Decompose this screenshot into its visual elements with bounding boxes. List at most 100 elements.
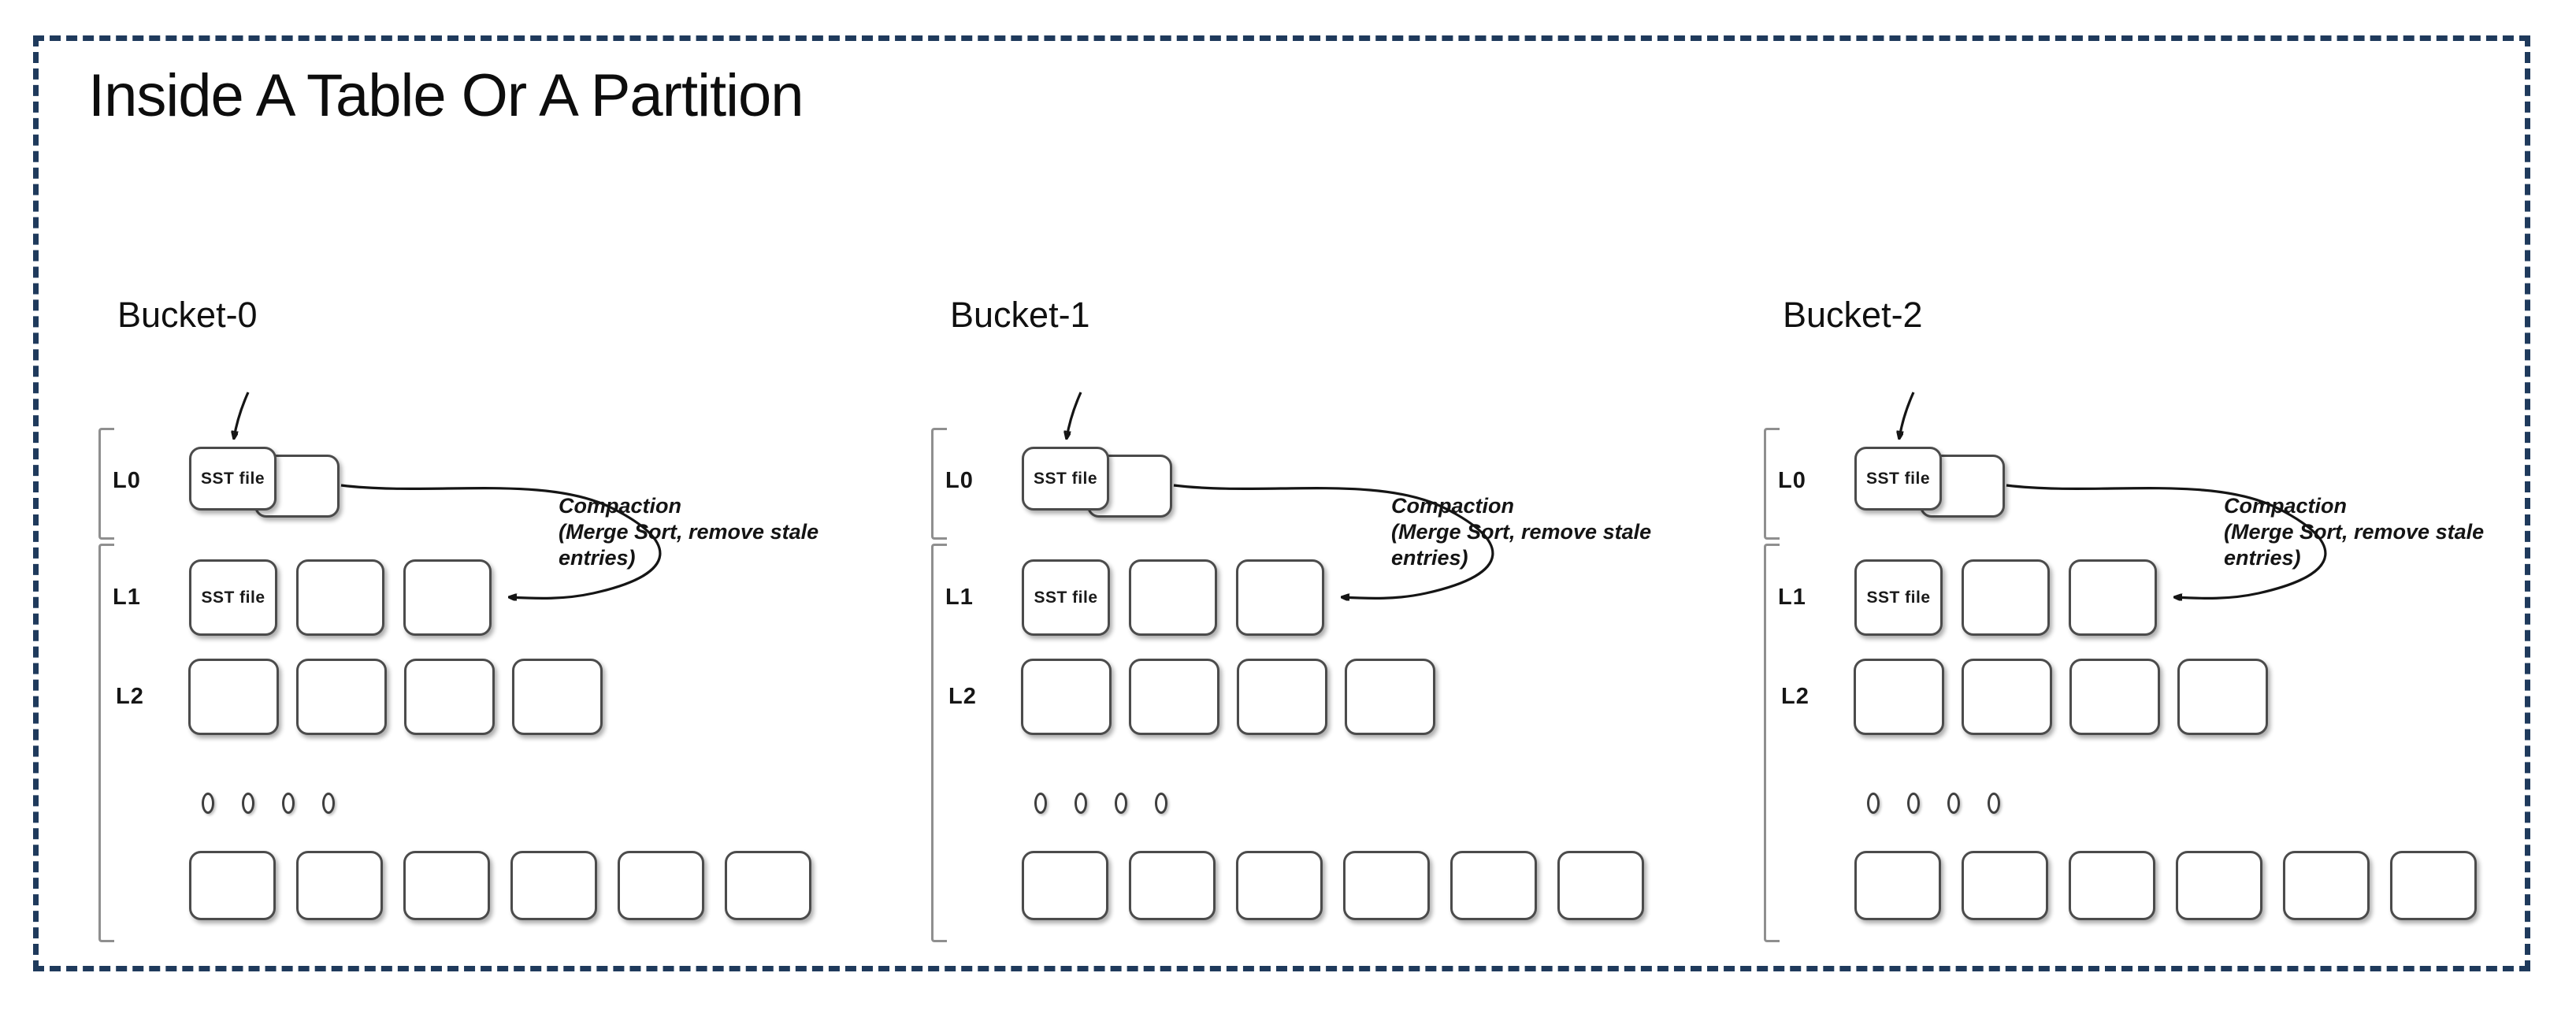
empty-sst-box [2176,851,2262,920]
empty-sst-box [1343,851,1430,920]
l1-row: SST file [189,559,492,636]
empty-sst-box [189,851,276,920]
empty-sst-box [1237,659,1327,735]
page-title: Inside A Table Or A Partition [88,62,804,129]
l2-row [188,659,603,735]
empty-sst-box [1022,851,1108,920]
empty-sst-box [1021,659,1112,735]
l2-row [1854,659,2268,735]
l2-row [1021,659,1435,735]
ingest-arrow-icon [1067,392,1082,438]
l0-bracket-icon [1764,428,1780,540]
sst-file-label: SST file [1865,469,1931,488]
ellipsis-dot [1034,793,1047,814]
compaction-annotation-line3: entries) [1391,546,1468,570]
bucket-group: Bucket-2 L0 SST file Compaction (Merge S… [1758,295,2576,953]
sst-file-label: SST file [1033,469,1098,488]
empty-sst-box [1129,659,1219,735]
empty-sst-box [2069,659,2160,735]
ellipsis-dot [1947,793,1960,814]
empty-sst-box [2390,851,2477,920]
l0-label: L0 [113,468,141,493]
compaction-annotation: Compaction (Merge Sort, remove stale ent… [559,493,834,571]
empty-sst-box [188,659,279,735]
l1-label: L1 [113,585,141,610]
empty-sst-box [1962,559,2050,636]
empty-sst-box [1129,559,1217,636]
ellipsis-dot [202,793,214,814]
empty-sst-box [2069,559,2157,636]
empty-sst-box [510,851,597,920]
l0-label: L0 [945,468,974,493]
empty-sst-box [1557,851,1644,920]
sst-file-box: SST file [1854,447,1942,511]
bucket-group: Bucket-1 L0 SST file Compaction (Merge S… [925,295,1760,953]
empty-sst-box [512,659,603,735]
compaction-annotation-line2: (Merge Sort, remove stale [559,520,819,544]
empty-sst-box [1854,659,1944,735]
sst-file-box: SST file [1022,559,1110,636]
ellipsis-dot [1075,793,1087,814]
bucket-title: Bucket-1 [950,295,1090,335]
sst-file-box: SST file [189,447,277,511]
compaction-annotation-line3: entries) [559,546,636,570]
slide-border [33,35,2530,971]
ellipsis-dots [1867,793,2000,814]
empty-sst-box [1450,851,1537,920]
bucket-group: Bucket-0 L0 SST file Compaction (Merge S… [92,295,927,953]
empty-sst-box [296,659,387,735]
empty-sst-box [1962,659,2052,735]
ellipsis-dot [1988,793,2000,814]
ingest-arrow-icon [1899,392,1915,438]
sst-file-label: SST file [1034,588,1098,607]
sst-file-box: SST file [1022,447,1109,511]
sst-file-label: SST file [201,588,265,607]
ellipsis-dot [1907,793,1920,814]
empty-sst-box [1345,659,1435,735]
bottom-row [1022,851,1644,920]
l0-bracket-icon [931,428,947,540]
empty-sst-box [725,851,811,920]
empty-sst-box [1236,851,1323,920]
l2-label: L2 [116,684,144,709]
ellipsis-dot [322,793,335,814]
ellipsis-dot [1867,793,1880,814]
empty-sst-box [403,559,492,636]
sst-file-box: SST file [1854,559,1943,636]
empty-sst-box [404,659,495,735]
l0-bracket-icon [98,428,114,540]
empty-sst-box [2177,659,2268,735]
sst-file-box: SST file [189,559,277,636]
ellipsis-dot [1155,793,1167,814]
lower-levels-bracket-icon [98,544,114,942]
bottom-row [189,851,811,920]
compaction-annotation-line3: entries) [2224,546,2301,570]
l1-label: L1 [1778,585,1806,610]
l1-label: L1 [945,585,974,610]
compaction-annotation-line2: (Merge Sort, remove stale [1391,520,1652,544]
compaction-annotation: Compaction (Merge Sort, remove stale ent… [2224,493,2500,571]
bucket-title: Bucket-2 [1783,295,1923,335]
empty-sst-box [1854,851,1941,920]
empty-sst-box [1962,851,2048,920]
empty-sst-box [2069,851,2155,920]
l0-label: L0 [1778,468,1806,493]
empty-sst-box [296,559,384,636]
l2-label: L2 [948,684,977,709]
ingest-arrow-icon [234,392,250,438]
l2-label: L2 [1781,684,1810,709]
empty-sst-box [296,851,383,920]
ellipsis-dot [282,793,295,814]
lower-levels-bracket-icon [931,544,947,942]
sst-file-label: SST file [1866,588,1931,607]
empty-sst-box [1129,851,1216,920]
compaction-annotation-line2: (Merge Sort, remove stale [2224,520,2485,544]
ellipsis-dot [242,793,254,814]
compaction-annotation-line1: Compaction [1391,494,1515,518]
bottom-row [1854,851,2477,920]
empty-sst-box [403,851,490,920]
lower-levels-bracket-icon [1764,544,1780,942]
l1-row: SST file [1854,559,2157,636]
ellipsis-dot [1115,793,1127,814]
compaction-annotation-line1: Compaction [559,494,682,518]
